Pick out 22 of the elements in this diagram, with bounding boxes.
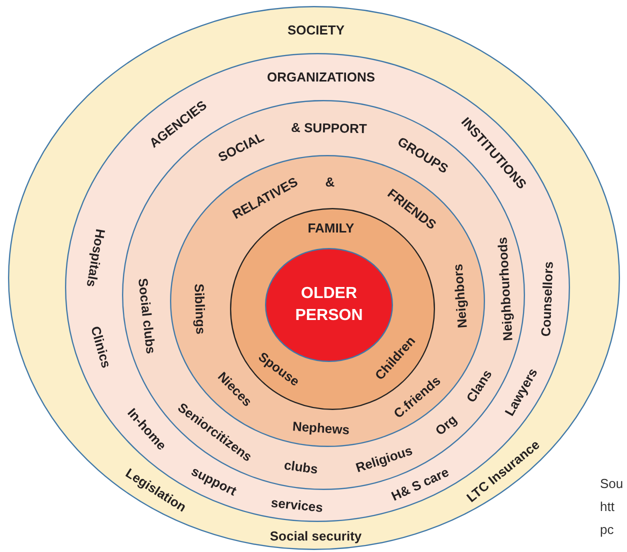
ring-label: Neighbourhoods: [495, 236, 514, 342]
ring-label: Social security: [270, 530, 362, 542]
ring-label: Siblings: [192, 284, 208, 335]
center-label: OLDER PERSON: [294, 284, 364, 326]
ring-heading: ORGANIZATIONS: [266, 70, 375, 83]
ring-label: Counsellors: [539, 260, 556, 336]
ring-label: services: [270, 496, 324, 514]
ring-label: Hospitals: [85, 228, 108, 288]
ring-label: Org: [432, 412, 459, 438]
ring-label: Neighbors: [450, 264, 469, 329]
source-note: Sou: [600, 475, 624, 493]
ring-label: Social clubs: [136, 277, 158, 354]
ring-label: clubs: [282, 458, 318, 476]
ring-heading: & SUPPORT: [290, 120, 367, 135]
ring-heading: FAMILY: [308, 222, 354, 234]
ring-label: H& S care: [389, 466, 451, 504]
ring-heading: SOCIETY: [287, 23, 344, 36]
ring-label: Clinics: [89, 324, 114, 370]
ring-heading: &: [325, 175, 335, 188]
source-note: htt: [600, 498, 616, 516]
source-note: pc: [600, 521, 615, 539]
ring-label: Nephews: [292, 420, 350, 437]
